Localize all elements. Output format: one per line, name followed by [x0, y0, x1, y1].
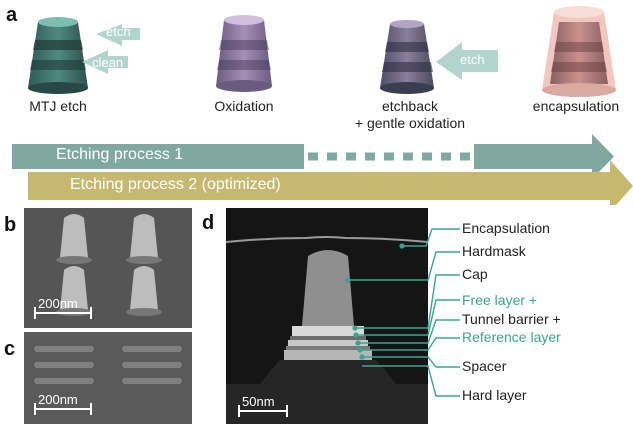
scale-tick-d-right	[286, 405, 288, 417]
panel-letter-c: c	[4, 338, 16, 360]
process1-arrow	[12, 134, 614, 179]
sem-image-c: 200nm	[24, 332, 192, 424]
sem-image-b: 200nm	[24, 208, 192, 328]
layer-label-encapsulation: Encapsulation	[462, 220, 550, 236]
process-schematic	[12, 6, 633, 205]
scale-tick-c-left	[34, 403, 36, 415]
layer-label-reference-layer: Reference layer	[462, 329, 561, 345]
etch-arrow-2	[436, 42, 498, 80]
layer-label-spacer: Spacer	[462, 358, 507, 374]
clean-arrow	[82, 50, 128, 74]
panel-letter-d: d	[202, 212, 215, 234]
step-label-oxidation: Oxidation	[214, 98, 274, 114]
scale-bar-c	[34, 408, 92, 410]
etch-arrow-label: etch	[106, 24, 131, 39]
panel-letter-a: a	[6, 4, 18, 26]
layer-label-tunnel-barrier: Tunnel barrier +	[462, 311, 561, 327]
layer-label-hardmask: Hardmask	[462, 243, 526, 259]
etch-arrow	[96, 24, 140, 46]
etch-arrow-2-label: etch	[460, 52, 485, 67]
scale-bar-b	[34, 312, 92, 314]
process2-label: Etching process 2 (optimized)	[70, 176, 281, 193]
tem-image-d: 50nm	[226, 208, 428, 424]
process1-label: Etching process 1	[56, 146, 184, 163]
scale-tick-d-left	[238, 405, 240, 417]
pillar-mtj-etch	[28, 17, 88, 94]
panel-letter-b: b	[4, 214, 17, 236]
step-label-etchback: etchback + gentle oxidation	[354, 98, 466, 131]
clean-arrow-label: clean	[92, 55, 124, 70]
scale-tick-b-left	[34, 307, 36, 319]
scale-bar-d	[238, 410, 288, 412]
pillar-etchback	[380, 20, 434, 94]
process2-arrow	[28, 160, 633, 205]
layer-label-cap: Cap	[462, 266, 488, 282]
scale-tick-c-right	[90, 403, 92, 415]
scale-label-c: 200nm	[38, 392, 78, 407]
pillar-oxidation	[216, 15, 272, 92]
layer-label-hard-layer: Hard layer	[462, 387, 527, 403]
scale-label-d: 50nm	[242, 394, 275, 409]
scale-label-b: 200nm	[38, 296, 78, 311]
pillar-encapsulation	[542, 6, 616, 97]
step-label-encapsulation: encapsulation	[532, 98, 620, 114]
step-label-mtj-etch: MTJ etch	[29, 98, 87, 114]
scale-tick-b-right	[90, 307, 92, 319]
layer-label-free-layer: Free layer +	[462, 292, 538, 308]
